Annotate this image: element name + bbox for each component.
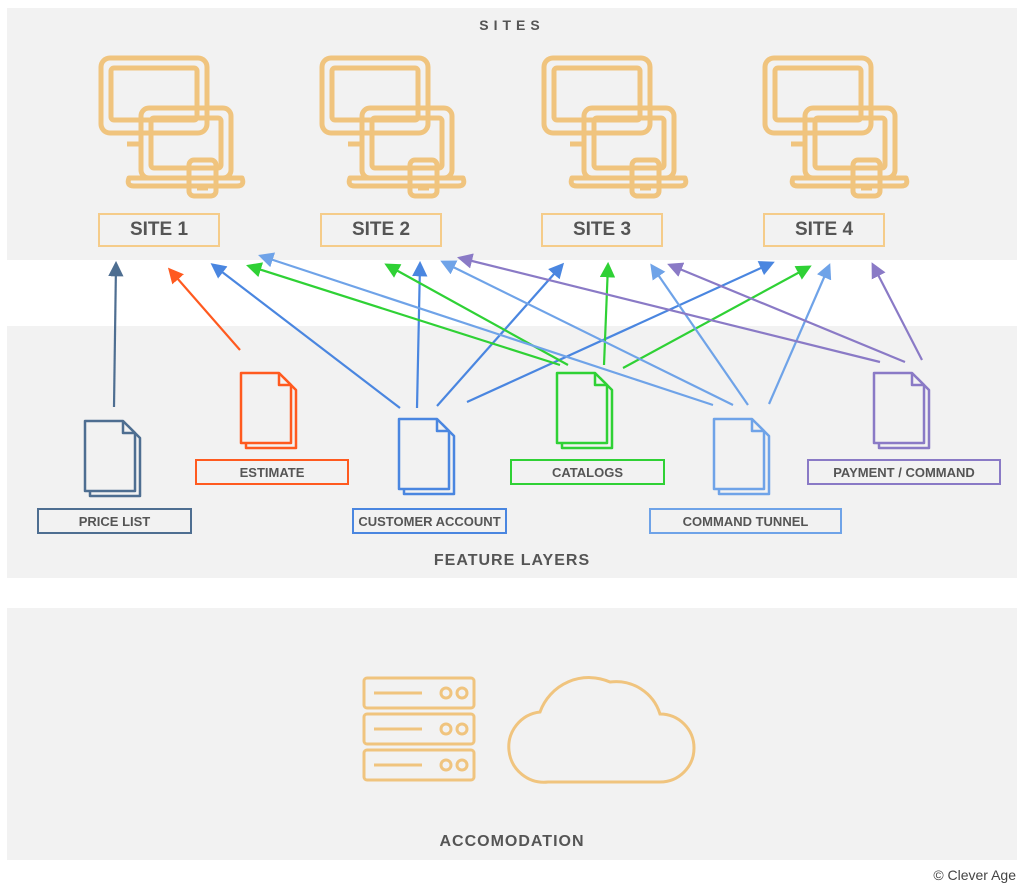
copyright-credit: © Clever Age <box>933 867 1016 883</box>
cloud-icon <box>507 676 696 784</box>
arrow-command-tunnel-site-2 <box>440 260 734 406</box>
arrow-payment-command-site-4 <box>871 262 923 361</box>
features-panel <box>7 326 1017 578</box>
arrow-price-list-site-1 <box>108 260 124 408</box>
arrow-payment-command-site-2 <box>457 253 881 364</box>
site-1-box: SITE 1 <box>98 213 220 247</box>
command-tunnel-label: COMMAND TUNNEL <box>649 508 842 534</box>
site-2-box: SITE 2 <box>320 213 442 247</box>
payment-command-label: PAYMENT / COMMAND <box>807 459 1001 485</box>
site-3-box: SITE 3 <box>541 213 663 247</box>
arrow-catalogs-site-1 <box>246 262 561 367</box>
site-4-box: SITE 4 <box>763 213 885 247</box>
arrow-command-tunnel-site-1 <box>258 252 714 407</box>
feature-layers-heading: FEATURE LAYERS <box>433 552 591 569</box>
server-icon <box>362 676 476 782</box>
arrow-command-tunnel-site-4 <box>767 263 832 405</box>
sites-heading: SITES <box>479 17 545 33</box>
estimate-label: ESTIMATE <box>195 459 349 485</box>
arrow-catalogs-site-3 <box>599 261 616 366</box>
arrow-payment-command-site-3 <box>667 262 906 364</box>
arrow-catalogs-site-4 <box>622 265 812 369</box>
arrow-command-tunnel-site-3 <box>650 263 749 406</box>
customer-account-label: CUSTOMER ACCOUNT <box>352 508 507 534</box>
accommodation-heading: ACCOMODATION <box>439 833 585 850</box>
arrow-customer-account-site-1 <box>210 263 401 409</box>
arrow-customer-account-site-2 <box>412 260 428 409</box>
arrow-estimate-site-1 <box>167 267 241 351</box>
price-list-label: PRICE LIST <box>37 508 192 534</box>
catalogs-label: CATALOGS <box>510 459 665 485</box>
